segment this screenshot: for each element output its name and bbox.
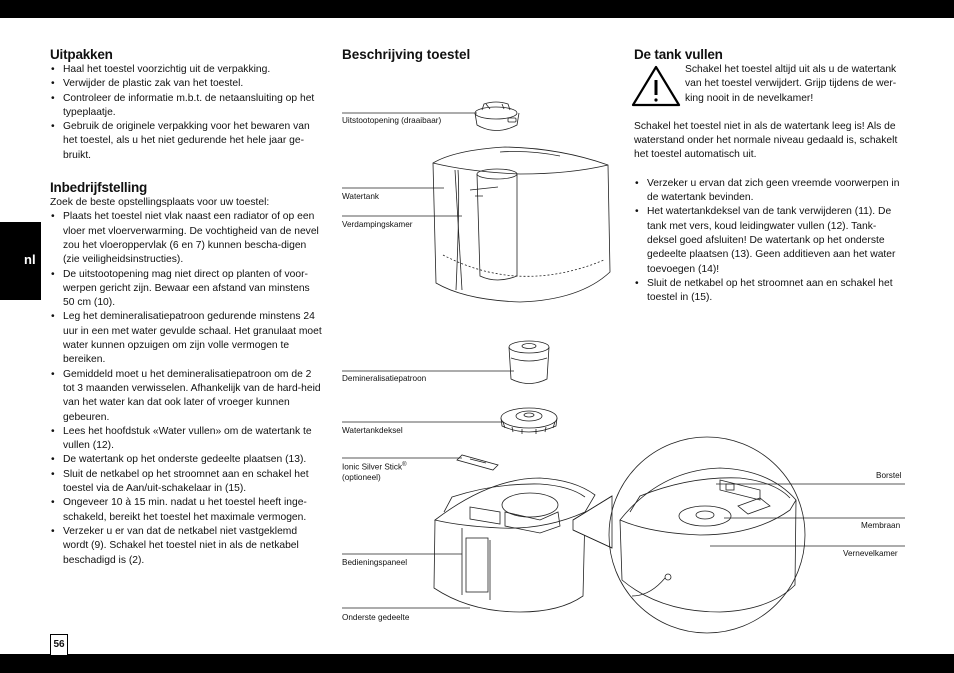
heading-beschrijving: Beschrijving toestel bbox=[342, 47, 471, 62]
list-uitpakken: Haal het toestel voorzichtig uit de verp… bbox=[50, 63, 322, 163]
label-borstel: Borstel bbox=[876, 471, 902, 480]
list-item: Ongeveer 10 à 15 min. nadat u het toeste… bbox=[50, 496, 322, 525]
outlet-part bbox=[474, 101, 520, 131]
heading-inbedrijfstelling: Inbedrijfstelling bbox=[50, 180, 148, 196]
bottom-bar bbox=[0, 654, 954, 673]
list-item: Controleer de informatie m.b.t. de netaa… bbox=[50, 92, 322, 121]
info-paragraph: Schakel het toestel niet in als de water… bbox=[634, 120, 898, 161]
label-ionic-optional: (optioneel) bbox=[342, 472, 381, 482]
label-ionic-text: Ionic Silver Stick bbox=[342, 462, 403, 472]
cartridge-drawing bbox=[508, 340, 550, 384]
warning-text: Schakel het toestel altijd uit als u de … bbox=[685, 64, 897, 104]
list-item: Het watertankdeksel van de tank verwijde… bbox=[634, 205, 906, 276]
zoom-detail bbox=[608, 436, 806, 634]
label-onderste-gedeelte: Onderste gedeelte bbox=[342, 613, 410, 622]
list-item: De uitstootopening mag niet direct op pl… bbox=[50, 268, 322, 311]
list-item: Leg het demineralisatiepatroon gedurende… bbox=[50, 310, 322, 367]
list-item: Plaats het toestel niet vlak naast een r… bbox=[50, 210, 322, 267]
tank-lid-drawing bbox=[500, 407, 558, 434]
list-item: Verzeker u ervan dat zich geen vreemde v… bbox=[634, 177, 906, 206]
list-item: Verzeker u er van dat de netkabel niet v… bbox=[50, 525, 322, 568]
intro-text: Zoek de beste opstellingsplaats voor uw … bbox=[50, 197, 270, 209]
language-tab: nl bbox=[0, 222, 41, 300]
label-watertankdeksel: Watertankdeksel bbox=[342, 426, 403, 435]
water-tank-drawing bbox=[432, 146, 611, 303]
list-tank-filling: Verzeker u ervan dat zich geen vreemde v… bbox=[634, 177, 906, 306]
label-bedieningspaneel: Bedieningspaneel bbox=[342, 558, 408, 567]
label-vernevelkamer: Vernevelkamer bbox=[843, 549, 898, 558]
label-watertank: Watertank bbox=[342, 192, 380, 201]
heading-uitpakken: Uitpakken bbox=[50, 47, 113, 62]
registered-mark: ® bbox=[402, 462, 407, 468]
language-tab-label: nl bbox=[24, 252, 36, 267]
list-item: Sluit de netkabel op het stroomnet aan e… bbox=[50, 468, 322, 497]
list-item: De watertank op het onderste gedeelte pl… bbox=[50, 453, 322, 468]
label-ionic-silver-stick: Ionic Silver Stick® (optioneel) bbox=[342, 460, 406, 483]
zoom-connector bbox=[572, 495, 613, 549]
heading-de-tank-vullen: De tank vullen bbox=[634, 47, 723, 62]
column-unpacking: Uitpakken Haal het toestel voorzichtig u… bbox=[50, 47, 322, 568]
list-inbedrijfstelling: Plaats het toestel niet vlak naast een r… bbox=[50, 210, 322, 567]
warning-icon bbox=[631, 65, 681, 107]
label-uitstootopening: Uitstootopening (draaibaar) bbox=[342, 116, 442, 125]
label-verdampingskamer: Verdampingskamer bbox=[342, 220, 413, 229]
base-unit-drawing bbox=[433, 477, 596, 613]
column-tank-filling: De tank vullen Schakel het toestel altij… bbox=[634, 47, 906, 305]
list-item: Sluit de netkabel op het stroomnet aan e… bbox=[634, 277, 906, 306]
label-membraan: Membraan bbox=[861, 521, 901, 530]
list-item: Gemiddeld moet u het demineralisatiepatr… bbox=[50, 368, 322, 425]
label-demineralisatiepatroon: Demineralisatiepatroon bbox=[342, 374, 427, 383]
list-item: Gebruik de originele verpakking voor het… bbox=[50, 120, 322, 163]
ionic-stick-drawing bbox=[456, 454, 499, 471]
top-bar bbox=[0, 0, 954, 18]
list-item: Verwijder de plastic zak van het toestel… bbox=[50, 77, 322, 92]
leader-lines bbox=[342, 112, 905, 609]
page-number: 56 bbox=[50, 634, 68, 655]
list-item: Haal het toestel voorzichtig uit de verp… bbox=[50, 63, 322, 78]
list-item: Lees het hoofdstuk «Water vullen» om de … bbox=[50, 425, 322, 454]
